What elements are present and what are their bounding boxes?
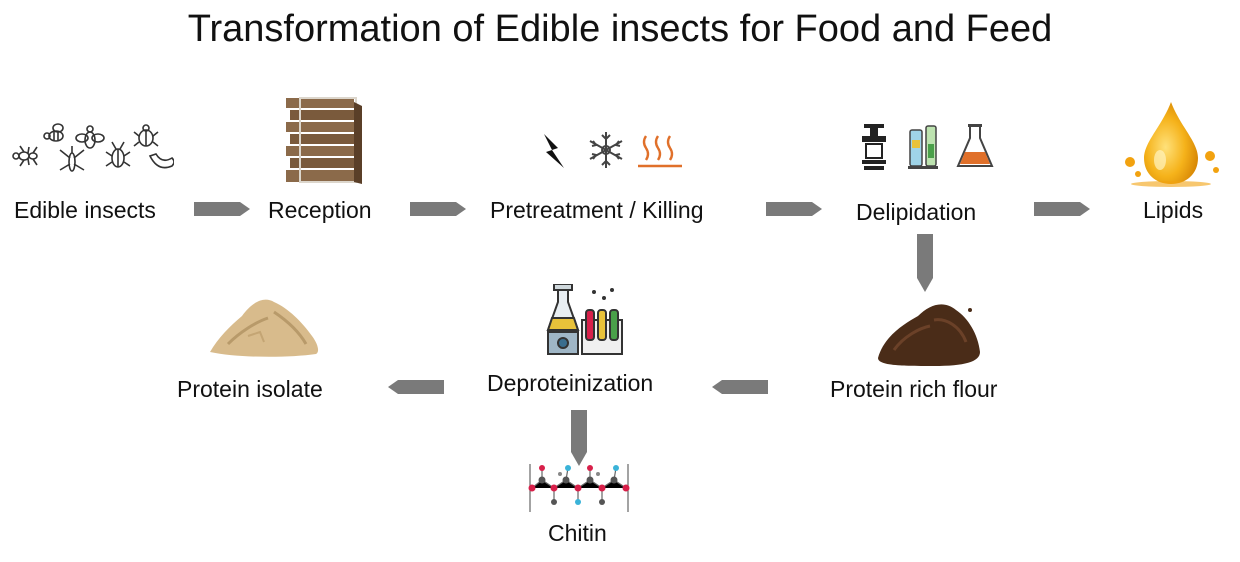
flour-pile-icon <box>878 304 980 366</box>
insect-group-icon <box>12 123 174 172</box>
arrow-flour-to-deproteinization <box>712 380 768 394</box>
node-label-protein-rich-flour: Protein rich flour <box>830 376 998 402</box>
lab-equipment-icon <box>546 284 623 355</box>
oil-drop-icon <box>1125 102 1219 187</box>
arrow-delipidation-to-lipids <box>1034 202 1090 216</box>
press-icon <box>862 124 886 170</box>
node-label-protein-isolate: Protein isolate <box>177 376 323 402</box>
flask-icon <box>956 124 994 167</box>
arrow-insects-to-reception <box>194 202 250 216</box>
node-label-delipidation: Delipidation <box>856 199 977 225</box>
extraction-column-icon <box>908 125 938 169</box>
powder-pile-icon <box>210 299 319 357</box>
arrow-deproteinization-to-chitin <box>571 410 587 466</box>
heat-icon <box>638 135 682 168</box>
node-label-chitin: Chitin <box>548 520 607 546</box>
node-label-deproteinization: Deproteinization <box>487 370 654 396</box>
electric-shock-icon <box>544 134 564 168</box>
arrow-deproteinization-to-isolate <box>388 380 444 394</box>
node-label-pretreatment: Pretreatment / Killing <box>490 197 704 223</box>
molecule-icon <box>528 464 630 512</box>
stacked-crates-icon <box>286 97 362 184</box>
arrow-reception-to-pretreatment <box>410 202 466 216</box>
freezing-icon <box>589 132 623 168</box>
node-label-lipids: Lipids <box>1143 197 1204 223</box>
arrow-delipidation-to-flour <box>917 234 933 292</box>
diagram-title: Transformation of Edible insects for Foo… <box>187 8 1053 50</box>
node-label-edible-insects: Edible insects <box>14 197 156 223</box>
arrow-pretreatment-to-delipidation <box>766 202 822 216</box>
node-label-reception: Reception <box>268 197 372 223</box>
